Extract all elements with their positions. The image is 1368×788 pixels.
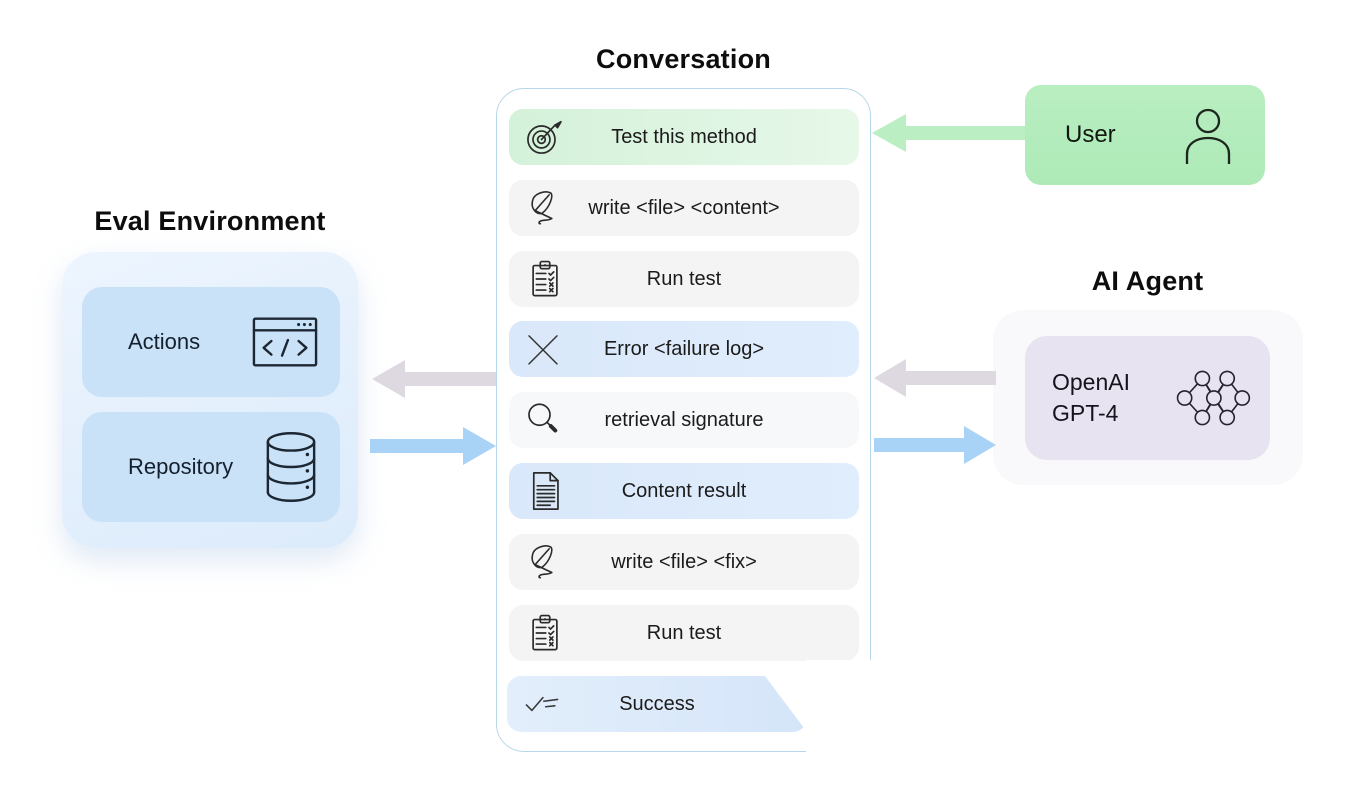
model-line-2: GPT-4 bbox=[1052, 400, 1119, 426]
message-row-error: Error <failure log> bbox=[509, 321, 859, 377]
conversation-panel: Test this method write <file> <content> bbox=[496, 88, 871, 752]
quill-icon bbox=[522, 187, 564, 229]
ai-agent-title: AI Agent bbox=[1091, 266, 1204, 296]
actions-label: Actions bbox=[128, 329, 201, 354]
message-label: Run test bbox=[646, 267, 722, 290]
model-line-1: OpenAI bbox=[1052, 369, 1130, 395]
user-box: User bbox=[1025, 85, 1265, 185]
eval-environment-container: Actions Repository bbox=[62, 252, 358, 548]
target-icon bbox=[522, 115, 566, 159]
repository-label: Repository bbox=[128, 454, 234, 479]
success-icon bbox=[520, 685, 564, 723]
quill-icon bbox=[522, 541, 564, 583]
ai-agent-model-label: OpenAI GPT-4 bbox=[1052, 367, 1130, 429]
user-label: User bbox=[1065, 121, 1116, 148]
person-icon bbox=[1177, 106, 1239, 164]
arrow-conversation-to-actions bbox=[372, 360, 496, 398]
message-row-write-file-fix: write <file> <fix> bbox=[509, 534, 859, 590]
message-label: Test this method bbox=[611, 125, 757, 148]
repository-box: Repository bbox=[82, 412, 340, 522]
arrow-user-to-conversation bbox=[872, 114, 1025, 152]
message-row-content-result: Content result bbox=[509, 463, 859, 519]
panel-border-fade bbox=[806, 660, 884, 760]
message-label: write <file> <fix> bbox=[611, 550, 757, 573]
ai-agent-box: OpenAI GPT-4 bbox=[1025, 336, 1270, 460]
x-icon bbox=[522, 328, 564, 370]
message-label: Success bbox=[619, 692, 695, 715]
database-icon bbox=[264, 431, 318, 503]
neural-network-icon bbox=[1174, 367, 1252, 429]
document-icon bbox=[526, 469, 564, 513]
message-row-success: Success bbox=[507, 676, 807, 732]
message-row-write-file-content: write <file> <content> bbox=[509, 180, 859, 236]
eval-environment-title: Eval Environment bbox=[94, 206, 326, 236]
arrow-repository-to-conversation bbox=[370, 427, 496, 465]
actions-box: Actions bbox=[82, 287, 340, 397]
magnifier-icon bbox=[522, 399, 564, 441]
message-label: retrieval signature bbox=[604, 408, 764, 431]
clipboard-icon bbox=[526, 612, 564, 654]
message-label: Content result bbox=[621, 479, 747, 502]
message-label: Run test bbox=[646, 621, 722, 644]
message-label: Error <failure log> bbox=[603, 337, 765, 360]
message-row-run-test-2: Run test bbox=[509, 605, 859, 661]
browser-code-icon bbox=[252, 316, 318, 368]
clipboard-icon bbox=[526, 258, 564, 300]
conversation-title: Conversation bbox=[596, 44, 771, 74]
arrow-conversation-to-agent bbox=[874, 426, 996, 464]
message-label: write <file> <content> bbox=[588, 196, 780, 219]
message-row-retrieval-signature: retrieval signature bbox=[509, 392, 859, 448]
message-row-test-this-method: Test this method bbox=[509, 109, 859, 165]
message-row-run-test-1: Run test bbox=[509, 251, 859, 307]
arrow-agent-to-conversation bbox=[874, 359, 996, 397]
